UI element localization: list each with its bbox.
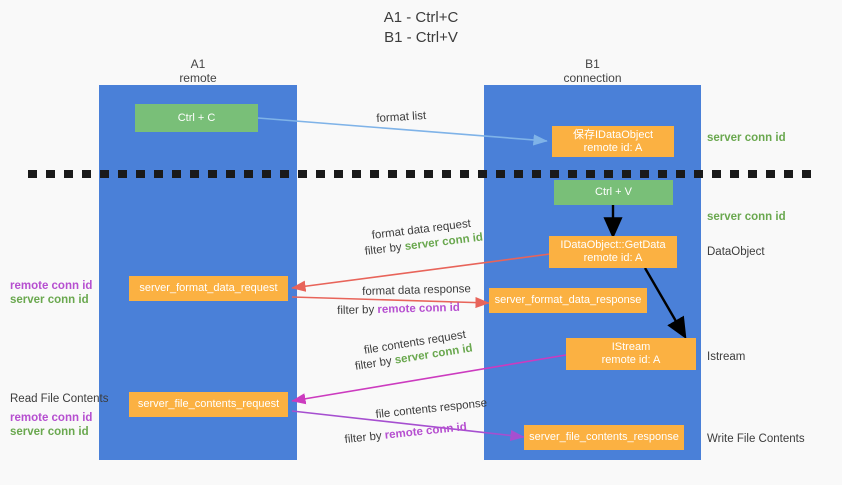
- column-header-b1: B1 connection: [484, 57, 701, 85]
- right-label-server-conn-id-top: server conn id: [707, 132, 786, 144]
- edge-label-format-data-response-filter: filter by remote conn id: [337, 301, 460, 319]
- diagram-title: A1 - Ctrl+C B1 - Ctrl+V: [0, 8, 842, 48]
- box-ctrl-v[interactable]: Ctrl + V: [554, 180, 673, 205]
- filter-by-text: filter by: [364, 241, 403, 258]
- right-label-istream: Istream: [707, 351, 746, 363]
- filter-by-text: filter by: [337, 304, 375, 317]
- box-istream-line1: IStream: [611, 341, 651, 353]
- box-save-idataobject[interactable]: 保存IDataObject remote id: A: [552, 126, 674, 157]
- box-ctrl-c[interactable]: Ctrl + C: [135, 104, 258, 132]
- box-idataobject-getdata[interactable]: IDataObject::GetData remote id: A: [549, 236, 677, 268]
- column-b1-name: B1: [585, 57, 600, 71]
- column-a1-name: A1: [190, 57, 206, 71]
- left-label-file-remote-conn-id: remote conn id: [10, 412, 93, 424]
- box-ctrl-v-label: Ctrl + V: [595, 186, 632, 198]
- left-label-file-server-conn-id: server conn id: [10, 426, 89, 438]
- right-label-write-file-contents: Write File Contents: [707, 433, 805, 445]
- right-label-server-conn-id-mid: server conn id: [707, 211, 786, 223]
- right-label-dataobject: DataObject: [707, 246, 765, 258]
- box-istream[interactable]: IStream remote id: A: [566, 338, 696, 370]
- left-label-read-file-contents: Read File Contents: [10, 393, 109, 405]
- box-save-idataobject-line2: remote id: A: [583, 141, 643, 154]
- box-getdata-line1: IDataObject::GetData: [560, 239, 666, 251]
- column-a1-sub: remote: [179, 71, 217, 85]
- box-server-file-contents-request-label: server_file_contents_request: [137, 398, 280, 410]
- edge-label-format-data-response: format data response: [362, 283, 471, 298]
- box-server-format-data-response[interactable]: server_format_data_response: [489, 288, 647, 313]
- box-getdata-line2: remote id: A: [583, 252, 643, 264]
- edge-label-file-contents-response-filter: filter by remote conn id: [344, 420, 468, 448]
- box-server-file-contents-response[interactable]: server_file_contents_response: [524, 425, 684, 450]
- edge-label-format-list: format list: [376, 109, 427, 125]
- left-label-format-server-conn-id: server conn id: [10, 294, 89, 306]
- title-line-2: B1 - Ctrl+V: [384, 29, 458, 46]
- box-ctrl-c-label: Ctrl + C: [177, 111, 216, 124]
- box-server-format-data-response-label: server_format_data_response: [494, 294, 642, 306]
- column-header-a1: A1 remote: [99, 57, 297, 85]
- left-label-format-remote-conn-id: remote conn id: [10, 280, 93, 292]
- filter-remote-conn-id: remote conn id: [377, 301, 461, 316]
- box-server-format-data-request-label: server_format_data_request: [139, 282, 278, 294]
- column-b1-sub: connection: [563, 71, 622, 85]
- edge-label-file-contents-response: file contents response: [375, 397, 488, 421]
- title-line-1: A1 - Ctrl+C: [383, 9, 459, 26]
- box-server-format-data-request[interactable]: server_format_data_request: [129, 276, 288, 301]
- phase-divider: [0, 167, 842, 179]
- box-server-file-contents-request[interactable]: server_file_contents_request: [129, 392, 288, 417]
- filter-by-text: filter by: [354, 355, 393, 373]
- filter-by-text: filter by: [344, 430, 383, 446]
- box-server-file-contents-response-label: server_file_contents_response: [529, 431, 679, 443]
- filter-remote-conn-id: remote conn id: [384, 421, 468, 442]
- box-istream-line2: remote id: A: [601, 354, 661, 366]
- box-save-idataobject-line1: 保存IDataObject: [572, 128, 654, 141]
